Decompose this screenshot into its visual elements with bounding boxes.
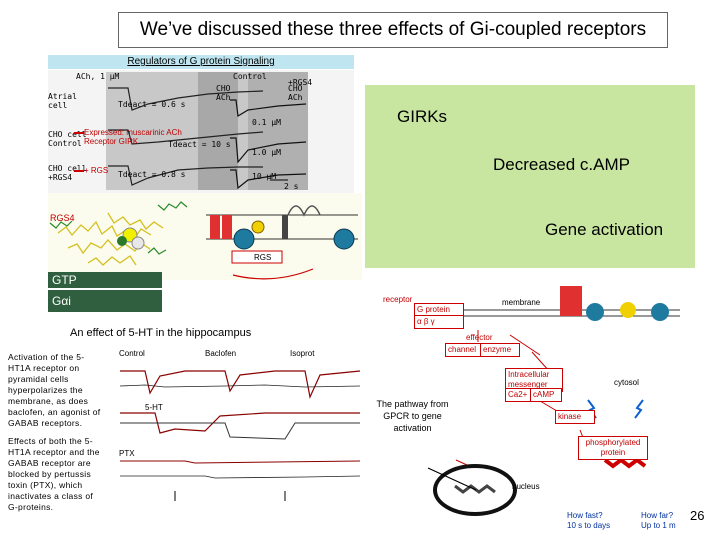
- trace-ptx-label: PTX: [119, 449, 135, 458]
- ach-label: ACh, 1 μM: [76, 72, 120, 81]
- hippocampus-traces-figure: [119, 370, 361, 501]
- gai-bar: Gαi: [48, 290, 162, 312]
- how-fast-value: 10 s to days: [567, 521, 611, 530]
- cho-ach-label-1: CHO ACh: [216, 84, 231, 102]
- conc-3: 10 μM: [252, 172, 277, 181]
- membrane-label: membrane: [502, 298, 541, 307]
- rgs-molecule-panel: RGS4 RGS: [48, 193, 362, 280]
- tdeact-3: Tdeact = 0.8 s: [118, 170, 186, 179]
- effector-label: effector: [466, 333, 493, 342]
- receptor-label: receptor: [383, 295, 413, 304]
- rgs4-label: +RGS4: [288, 78, 313, 87]
- page-number: 26: [690, 508, 705, 523]
- camp-label: cAMP: [533, 390, 555, 399]
- activation-text: Activation of the 5-HT1A receptor on pyr…: [8, 352, 101, 428]
- pathway-diagram: [420, 286, 680, 516]
- phosphorylated-protein-box: phosphorylated protein: [578, 436, 648, 460]
- atrial-cell-label: Atrial cell: [48, 92, 77, 110]
- calcium-box: Ca2+: [505, 388, 533, 402]
- gene-activation-label: Gene activation: [545, 220, 664, 239]
- pathway-caption: The pathway from GPCR to gene activation: [376, 399, 449, 433]
- trace-5ht-label: 5-HT: [145, 403, 163, 412]
- tdeact-1: Tdeact = 0.6 s: [118, 100, 186, 109]
- enzyme-label: enzyme: [483, 345, 512, 354]
- phosphorylated-protein-label: phosphorylated protein: [585, 438, 641, 457]
- channel-box: channel: [445, 343, 481, 357]
- conc-1: 0.1 μM: [252, 118, 281, 127]
- tdeact-2: Tdeact = 10 s: [168, 140, 231, 149]
- current-traces-figure: [106, 72, 308, 190]
- cho-ach-label-2: CHO ACh: [288, 84, 303, 102]
- trace-control-label: Control: [119, 349, 145, 358]
- rgs-structure-figure: [49, 201, 358, 280]
- decreased-camp-label: Decreased c.AMP: [493, 155, 630, 174]
- how-fast-label: How fast?: [567, 511, 603, 520]
- calcium-label: Ca2+: [508, 390, 528, 399]
- cytosol-label: cytosol: [614, 378, 639, 387]
- trace-baclofen-label: Baclofen: [205, 349, 237, 358]
- g-protein-label: G protein: [417, 305, 450, 314]
- gtp-bar: GTP: [48, 272, 162, 288]
- conc-2: 1.0 μM: [252, 148, 281, 157]
- control-label: Control: [233, 72, 267, 81]
- g-subunits-label: α β γ: [417, 317, 435, 326]
- current-traces-panel: ACh, 1 μM Control +RGS4 Atrial cell CHO …: [48, 70, 354, 193]
- how-far-label: How far?: [641, 511, 674, 520]
- hippocampus-traces-panel: Control Baclofen Isoprot 5-HT PTX: [105, 341, 370, 511]
- cho-control-label: CHO cell Control: [48, 130, 87, 148]
- scale-label: 2 s: [284, 182, 299, 191]
- hippocampus-title: An effect of 5-HT in the hippocampus: [70, 327, 252, 339]
- girks-label: GIRKs: [397, 107, 448, 126]
- nucleus-label: nucleus: [512, 482, 540, 491]
- g-subunits-box: α β γ: [414, 315, 464, 329]
- kinase-label: kinase: [558, 412, 582, 421]
- cho-rgs4-label: CHO cell +RGS4: [48, 164, 87, 182]
- pertussis-text: Effects of both the 5-HT1A receptor and …: [8, 436, 100, 512]
- expressed-label: Expressed: muscarinic ACh Receptor GIRK: [84, 128, 182, 146]
- red-arrow-1: [74, 132, 84, 134]
- rgs-small-label: + RGS: [84, 166, 109, 175]
- slide-title: We’ve discussed these three effects of G…: [118, 12, 668, 48]
- rgs-box-label: RGS: [254, 253, 272, 262]
- rgs4-molecule-label: RGS4: [50, 213, 75, 223]
- enzyme-box: enzyme: [480, 343, 520, 357]
- intracellular-messenger-label: Intracellular messenger: [508, 370, 550, 389]
- how-far-value: Up to 1 m: [641, 521, 676, 530]
- camp-box: cAMP: [530, 388, 562, 402]
- red-arrow-2: [74, 170, 84, 172]
- effects-panel: GIRKs Decreased c.AMP Gene activation: [365, 85, 695, 268]
- rgs-header: Regulators of G protein Signaling: [48, 55, 354, 69]
- rgs-header-text: Regulators of G protein Signaling: [127, 56, 275, 67]
- kinase-box: kinase: [555, 410, 595, 424]
- channel-label: channel: [448, 345, 477, 354]
- trace-isoprot-label: Isoprot: [290, 349, 315, 358]
